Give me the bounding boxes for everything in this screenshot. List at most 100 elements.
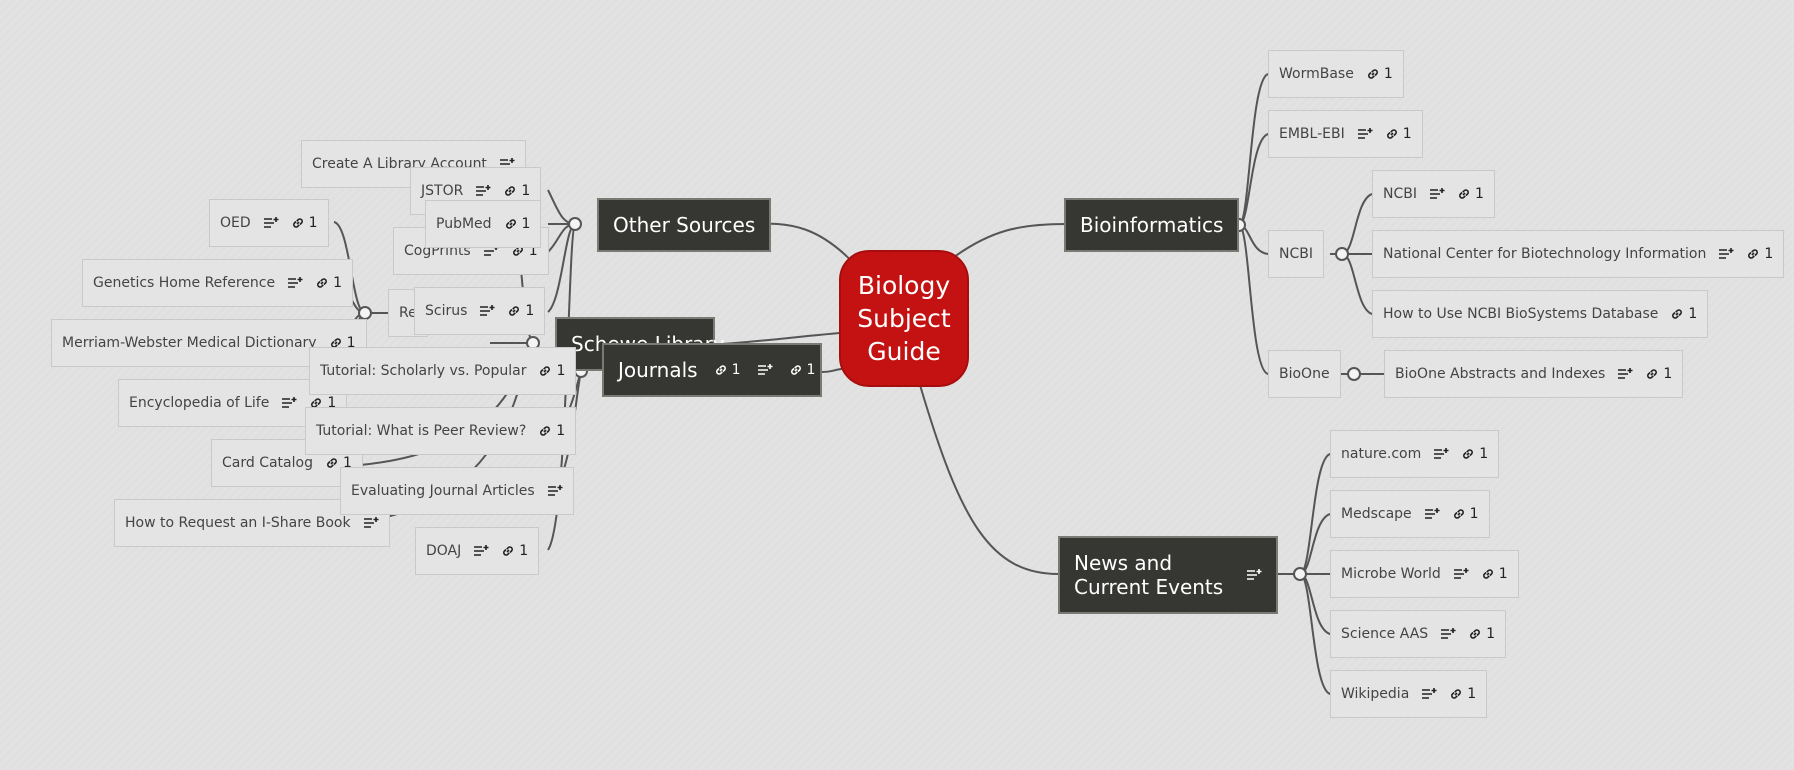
link-count[interactable]: 1 [504, 216, 530, 232]
evaluating-articles-node[interactable]: Evaluating Journal Articles [340, 467, 574, 515]
central-topic[interactable]: Biology Subject Guide [839, 250, 969, 387]
node-label: WormBase [1279, 66, 1354, 82]
node-label: BioOne Abstracts and Indexes [1395, 366, 1606, 382]
reference-hub[interactable] [358, 306, 372, 320]
notes-icon[interactable] [1357, 127, 1373, 141]
notes-icon[interactable] [1718, 247, 1734, 261]
link-count[interactable]: 1 [1481, 566, 1508, 582]
link-count[interactable]: 1 [1746, 246, 1773, 262]
link-count[interactable]: 1 [789, 362, 815, 378]
node-label: NCBI [1383, 186, 1417, 202]
ncbi-hub[interactable] [1335, 247, 1349, 261]
link-icon [1647, 369, 1658, 379]
node-label: NCBI [1279, 246, 1313, 262]
node-label: JSTOR [421, 183, 464, 199]
link-count[interactable]: 1 [309, 395, 336, 411]
link-count[interactable]: 1 [1670, 306, 1697, 322]
link-icon [1451, 689, 1462, 699]
link-icon [503, 546, 514, 556]
link-count[interactable]: 1 [1452, 506, 1479, 522]
node-label: Genetics Home Reference [93, 275, 276, 291]
node-label: Card Catalog [222, 455, 313, 471]
link-count[interactable]: 1 [501, 543, 528, 559]
link-count[interactable]: 1 [507, 303, 534, 319]
node-label: Microbe World [1341, 566, 1441, 582]
topic-label: Other Sources [613, 213, 756, 237]
medscape-node[interactable]: Medscape 1 [1330, 490, 1490, 538]
notes-icon[interactable] [1440, 627, 1456, 641]
bioinformatics-topic[interactable]: Bioinformatics [1064, 198, 1240, 252]
other-sources-topic[interactable]: Other Sources [597, 198, 772, 252]
other-sources-hub[interactable] [568, 217, 582, 231]
ncbi-group-node[interactable]: NCBI [1268, 230, 1324, 278]
link-count[interactable]: 1 [315, 275, 342, 291]
notes-icon[interactable] [757, 363, 773, 377]
notes-icon[interactable] [281, 396, 297, 410]
link-icon [1463, 449, 1474, 459]
link-icon [1386, 129, 1397, 139]
node-label: DOAJ [426, 543, 462, 559]
link-count[interactable]: 1 [329, 335, 356, 351]
link-count[interactable]: 1 [714, 362, 741, 378]
link-icon [1459, 189, 1469, 199]
embl-ebi-node[interactable]: EMBL-EBI 1 [1268, 110, 1423, 158]
notes-icon[interactable] [363, 516, 379, 530]
notes-icon[interactable] [287, 276, 303, 290]
scirus-node[interactable]: Scirus 1 [414, 287, 546, 335]
tutorial-scholarly-node[interactable]: Tutorial: Scholarly vs. Popular 1 [309, 347, 577, 395]
topic-label: Journals [618, 358, 698, 382]
link-icon [1470, 629, 1481, 639]
node-label: OED [220, 215, 251, 231]
notes-icon[interactable] [1433, 447, 1449, 461]
notes-icon[interactable] [263, 216, 279, 230]
genetics-home-reference-node[interactable]: Genetics Home Reference 1 [82, 259, 353, 307]
nature-node[interactable]: nature.com 1 [1330, 430, 1500, 478]
link-icon [1453, 509, 1464, 519]
journals-topic[interactable]: Journals 1 1 [602, 343, 822, 397]
wormbase-node[interactable]: WormBase 1 [1268, 50, 1404, 98]
link-count[interactable]: 1 [1366, 66, 1393, 82]
link-count[interactable]: 1 [503, 183, 530, 199]
node-label: Wikipedia [1341, 686, 1410, 702]
link-count[interactable]: 1 [538, 423, 565, 439]
link-count[interactable]: 1 [1449, 686, 1476, 702]
news-hub[interactable] [1293, 567, 1307, 581]
notes-icon[interactable] [1617, 367, 1633, 381]
doaj-node[interactable]: DOAJ 1 [415, 527, 540, 575]
link-count[interactable]: 1 [1457, 186, 1484, 202]
notes-icon[interactable] [1453, 567, 1469, 581]
notes-icon[interactable] [547, 484, 563, 498]
tutorial-peer-review-node[interactable]: Tutorial: What is Peer Review? 1 [305, 407, 577, 455]
notes-icon[interactable] [1429, 187, 1445, 201]
link-count[interactable]: 1 [291, 215, 318, 231]
bioone-group-node[interactable]: BioOne [1268, 350, 1341, 398]
link-count[interactable]: 1 [1645, 366, 1672, 382]
link-count[interactable]: 1 [538, 363, 565, 379]
wikipedia-node[interactable]: Wikipedia 1 [1330, 670, 1488, 718]
pubmed-node[interactable]: PubMed 1 [425, 200, 542, 248]
node-label: Merriam-Webster Medical Dictionary [62, 335, 317, 351]
news-topic[interactable]: News and Current Events [1058, 536, 1278, 614]
notes-icon[interactable] [479, 304, 495, 318]
link-icon [327, 458, 337, 468]
notes-icon[interactable] [475, 184, 491, 198]
notes-icon[interactable] [1246, 568, 1262, 582]
ncbi-biotech-info-node[interactable]: National Center for Biotechnology Inform… [1372, 230, 1785, 278]
bioone-abstracts-node[interactable]: BioOne Abstracts and Indexes 1 [1384, 350, 1684, 398]
link-count[interactable]: 1 [1468, 626, 1495, 642]
oed-node[interactable]: OED 1 [209, 199, 329, 247]
ncbi-biosystems-node[interactable]: How to Use NCBI BioSystems Database 1 [1372, 290, 1709, 338]
microbe-world-node[interactable]: Microbe World 1 [1330, 550, 1519, 598]
link-count[interactable]: 1 [1461, 446, 1488, 462]
link-count[interactable]: 1 [1385, 126, 1412, 142]
science-aas-node[interactable]: Science AAS 1 [1330, 610, 1507, 658]
bioone-hub[interactable] [1347, 367, 1361, 381]
link-count[interactable]: 1 [325, 455, 352, 471]
ncbi-node[interactable]: NCBI 1 [1372, 170, 1495, 218]
link-icon [505, 186, 516, 196]
notes-icon[interactable] [473, 544, 489, 558]
notes-icon[interactable] [1421, 687, 1437, 701]
node-label: National Center for Biotechnology Inform… [1383, 246, 1707, 262]
notes-icon[interactable] [1424, 507, 1440, 521]
node-label: PubMed [436, 216, 492, 232]
